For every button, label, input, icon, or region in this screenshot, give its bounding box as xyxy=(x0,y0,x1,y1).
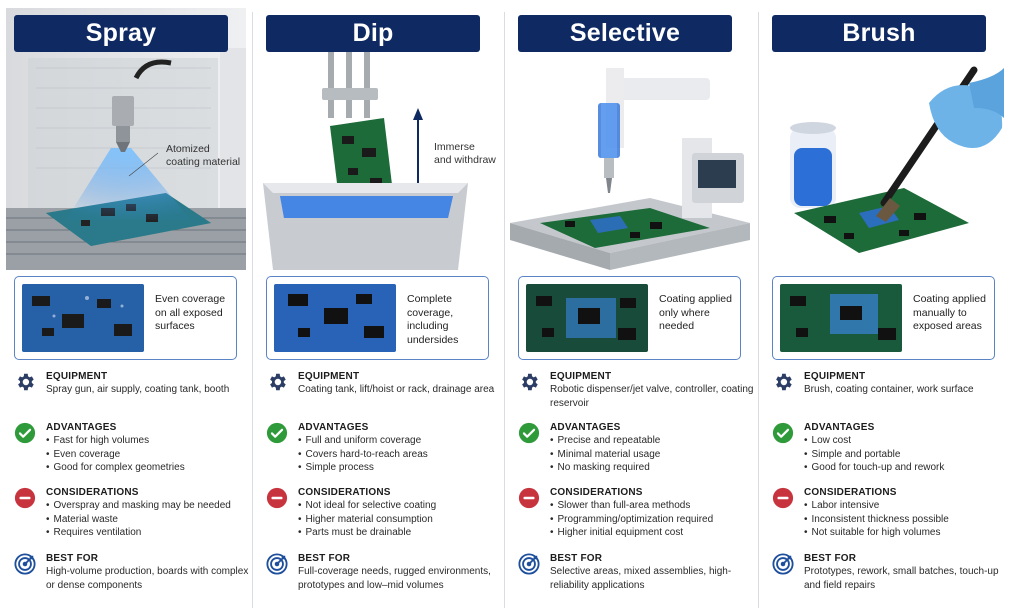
minus-circle-icon xyxy=(518,487,540,509)
section-heading: ADVANTAGES xyxy=(298,422,369,433)
consideration-item: Inconsistent thickness possible xyxy=(804,513,1008,527)
section-heading: CONSIDERATIONS xyxy=(550,487,643,498)
consideration-item: Slower than full-area methods xyxy=(550,499,754,513)
consideration-item: Not ideal for selective coating xyxy=(298,499,502,513)
target-icon xyxy=(518,553,540,575)
check-circle-icon xyxy=(14,422,36,444)
summary-card: Coating applied only where needed xyxy=(518,276,741,360)
equipment-text: Coating tank, lift/hoist or rack, draina… xyxy=(298,384,495,395)
advantage-item: Even coverage xyxy=(46,448,250,462)
best-for-text: Prototypes, rework, small batches, touch… xyxy=(804,566,999,591)
method-column-brush: Brush Coating applied manually to expose… xyxy=(764,0,1010,616)
consideration-item: Parts must be drainable xyxy=(298,526,502,540)
method-title: Selective xyxy=(518,15,732,52)
gear-icon xyxy=(270,373,286,391)
section-heading: ADVANTAGES xyxy=(550,422,621,433)
target-icon xyxy=(772,553,794,575)
check-circle-icon xyxy=(518,422,540,444)
section-heading: ADVANTAGES xyxy=(46,422,117,433)
section-heading: EQUIPMENT xyxy=(298,371,360,382)
target-icon xyxy=(14,553,36,575)
scene-label-line: coating material xyxy=(166,156,241,168)
column-divider xyxy=(758,12,759,608)
section-heading: BEST FOR xyxy=(46,553,99,564)
advantage-item: Good for touch-up and rework xyxy=(804,461,1008,475)
method-column-dip: Dip Immerse and withdraw Complete covera… xyxy=(258,0,504,616)
consideration-item: Labor intensive xyxy=(804,499,1008,513)
minus-circle-icon xyxy=(266,487,288,509)
section-heading: ADVANTAGES xyxy=(804,422,875,433)
section-heading: BEST FOR xyxy=(298,553,351,564)
advantage-item: Simple process xyxy=(298,461,502,475)
column-divider xyxy=(504,12,505,608)
equipment-text: Spray gun, air supply, coating tank, boo… xyxy=(46,384,230,395)
minus-circle-icon xyxy=(14,487,36,509)
equipment-text: Brush, coating container, work surface xyxy=(804,384,974,395)
column-divider xyxy=(252,12,253,608)
advantage-item: No masking required xyxy=(550,461,754,475)
advantage-item: Precise and repeatable xyxy=(550,434,754,448)
gear-icon xyxy=(522,373,538,391)
advantage-item: Covers hard-to-reach areas xyxy=(298,448,502,462)
consideration-item: Higher material consumption xyxy=(298,513,502,527)
scene-label-line: Atomized xyxy=(166,143,210,155)
section-heading: EQUIPMENT xyxy=(804,371,866,382)
scene-label: Immerse and withdraw xyxy=(434,141,496,167)
pcb-thumbnail xyxy=(274,284,396,352)
consideration-item: Overspray and masking may be needed xyxy=(46,499,250,513)
summary-text: Coating applied only where needed xyxy=(659,293,732,332)
best-for-text: Full-coverage needs, rugged environments… xyxy=(298,566,491,591)
advantage-item: Low cost xyxy=(804,434,1008,448)
best-for-text: Selective areas, mixed assemblies, high-… xyxy=(550,566,732,591)
method-title: Brush xyxy=(772,15,986,52)
section-heading: CONSIDERATIONS xyxy=(298,487,391,498)
summary-text: Complete coverage, including undersides xyxy=(407,293,459,346)
advantage-item: Minimal material usage xyxy=(550,448,754,462)
check-circle-icon xyxy=(772,422,794,444)
method-column-selective: Selective Coating applied only where nee… xyxy=(510,0,756,616)
summary-text: Even coverage on all exposed surfaces xyxy=(155,293,226,332)
gear-icon xyxy=(18,373,34,391)
method-column-spray: Spray Atomized coating material Even cov… xyxy=(6,0,252,616)
advantage-item: Simple and portable xyxy=(804,448,1008,462)
best-for-text: High-volume production, boards with comp… xyxy=(46,566,249,591)
summary-card: Complete coverage, including undersides xyxy=(266,276,489,360)
method-title: Spray xyxy=(14,15,228,52)
section-heading: BEST FOR xyxy=(804,553,857,564)
advantage-item: Full and uniform coverage xyxy=(298,434,502,448)
scene-label-line: and withdraw xyxy=(434,154,496,166)
pcb-thumbnail xyxy=(526,284,648,352)
method-title: Dip xyxy=(266,15,480,52)
consideration-item: Material waste xyxy=(46,513,250,527)
section-heading: BEST FOR xyxy=(550,553,603,564)
pcb-thumbnail xyxy=(22,284,144,352)
pcb-thumbnail xyxy=(780,284,902,352)
section-heading: EQUIPMENT xyxy=(46,371,108,382)
section-heading: CONSIDERATIONS xyxy=(804,487,897,498)
scene-label: Atomized coating material xyxy=(166,143,240,169)
consideration-item: Programming/optimization required xyxy=(550,513,754,527)
scene-label-line: Immerse xyxy=(434,141,475,153)
advantage-item: Fast for high volumes xyxy=(46,434,250,448)
consideration-item: Higher initial equipment cost xyxy=(550,526,754,540)
summary-card: Coating applied manually to exposed area… xyxy=(772,276,995,360)
consideration-item: Not suitable for high volumes xyxy=(804,526,1008,540)
minus-circle-icon xyxy=(772,487,794,509)
summary-text: Coating applied manually to exposed area… xyxy=(913,293,986,332)
equipment-text: Robotic dispenser/jet valve, controller,… xyxy=(550,384,754,409)
section-heading: CONSIDERATIONS xyxy=(46,487,139,498)
consideration-item: Requires ventilation xyxy=(46,526,250,540)
advantage-item: Good for complex geometries xyxy=(46,461,250,475)
gear-icon xyxy=(776,373,792,391)
check-circle-icon xyxy=(266,422,288,444)
target-icon xyxy=(266,553,288,575)
section-heading: EQUIPMENT xyxy=(550,371,612,382)
summary-card: Even coverage on all exposed surfaces xyxy=(14,276,237,360)
